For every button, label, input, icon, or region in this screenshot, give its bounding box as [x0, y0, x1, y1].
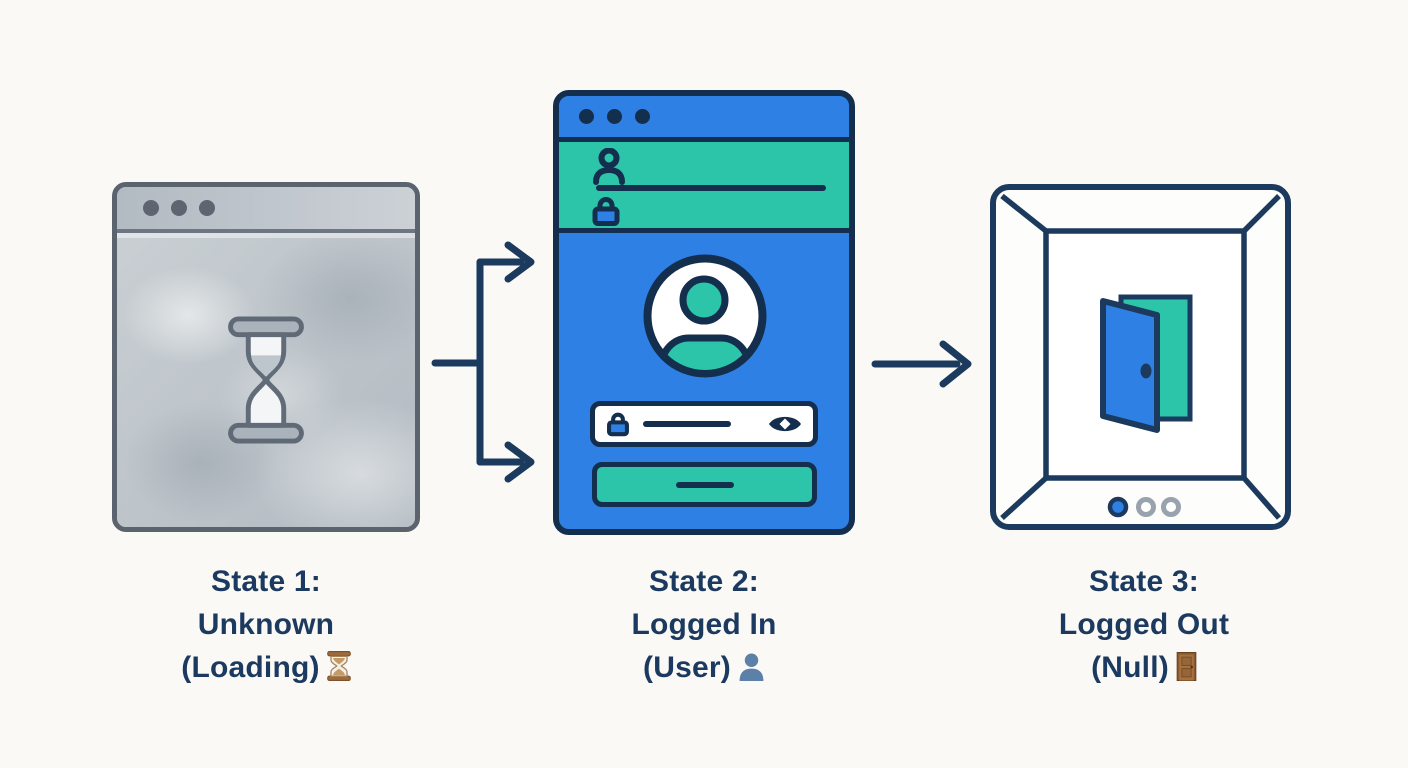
- avatar: [643, 254, 767, 378]
- pagination-dot: [1161, 497, 1181, 517]
- username-underline: [596, 185, 826, 191]
- state2-name: Logged In: [631, 608, 777, 641]
- login-button-label-dash: [675, 481, 734, 488]
- credentials-band: [559, 142, 849, 233]
- password-field[interactable]: [590, 401, 818, 447]
- eye-icon[interactable]: [767, 411, 803, 437]
- loading-window-titlebar: [117, 187, 415, 233]
- pagination-dot-active: [1107, 496, 1129, 518]
- window-control-dot: [171, 200, 187, 216]
- state2-detail: (User): [544, 646, 864, 689]
- transition-arrow: [871, 340, 972, 388]
- logged-in-window-titlebar: [559, 96, 849, 142]
- bust-in-silhouette-emoji: [739, 653, 764, 681]
- state3-name: Logged Out: [1058, 608, 1230, 641]
- loading-window: [112, 182, 420, 532]
- door-emoji: [1176, 652, 1197, 681]
- door-knob: [1140, 363, 1152, 379]
- pagination-dots: [1107, 496, 1181, 518]
- hourglass-emoji: [326, 651, 351, 681]
- state3-detail: (Null): [984, 646, 1304, 689]
- login-button[interactable]: [592, 462, 817, 507]
- logged-out-frame: [990, 184, 1291, 530]
- state1-title: State 1:: [211, 565, 321, 598]
- lock-icon: [607, 412, 629, 437]
- state2-title: State 2:: [649, 565, 759, 598]
- window-control-dot: [635, 109, 650, 124]
- user-icon: [593, 148, 625, 185]
- state1-name: Unknown: [197, 608, 335, 641]
- state2-caption: State 2: Logged In (User): [544, 560, 864, 689]
- branch-arrow: [431, 241, 535, 483]
- loading-window-body: [117, 233, 415, 527]
- state1-detail: (Loading): [106, 646, 426, 689]
- state3-title: State 3:: [1089, 565, 1199, 598]
- open-door-icon: [1100, 294, 1193, 433]
- lock-icon: [592, 197, 620, 226]
- hourglass-icon: [228, 316, 304, 444]
- window-control-dot: [607, 109, 622, 124]
- logged-in-window: [553, 90, 855, 535]
- window-control-dot: [143, 200, 159, 216]
- state1-caption: State 1: Unknown (Loading): [106, 560, 426, 689]
- pagination-dot: [1136, 497, 1156, 517]
- password-dots: [643, 421, 731, 427]
- window-control-dot: [579, 109, 594, 124]
- state3-caption: State 3: Logged Out (Null): [984, 560, 1304, 689]
- window-control-dot: [199, 200, 215, 216]
